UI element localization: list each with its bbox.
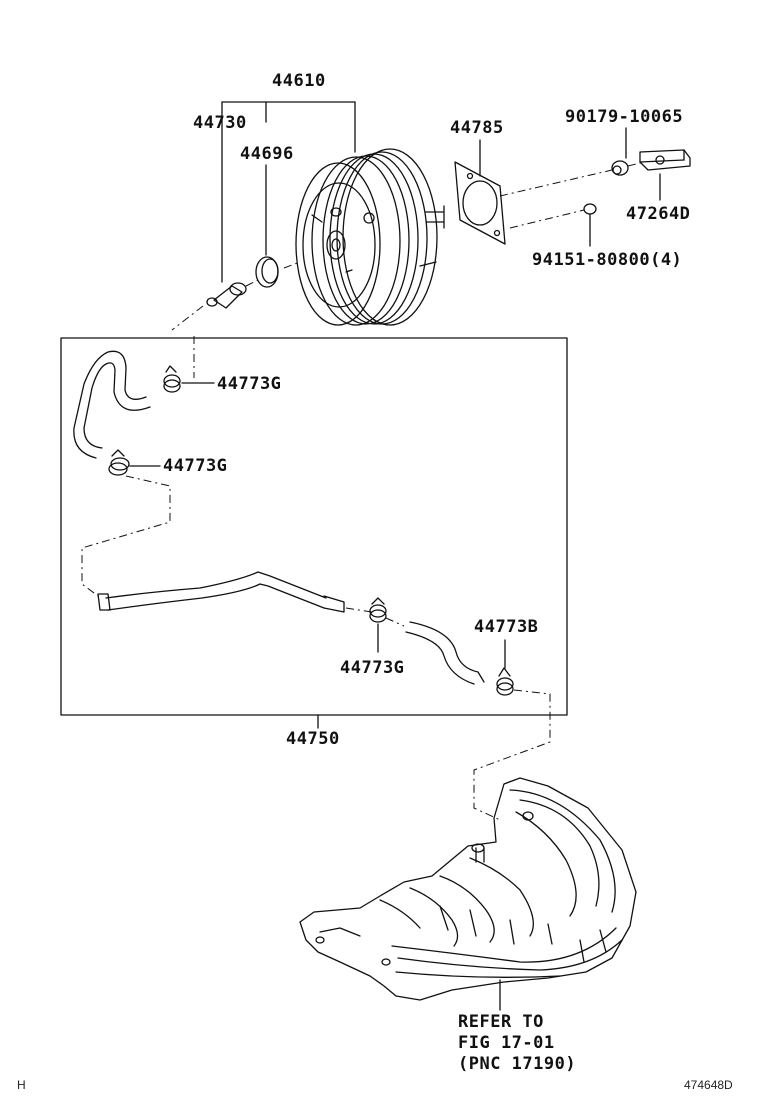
hose-assembly-box bbox=[60, 337, 568, 716]
hose-right bbox=[405, 621, 485, 685]
gasket-44785 bbox=[454, 139, 506, 245]
leader-44610 bbox=[221, 101, 356, 283]
brake-booster bbox=[295, 148, 445, 326]
hose-long bbox=[97, 571, 345, 613]
label-hose-assembly: 44750 bbox=[286, 729, 340, 749]
label-booster: 44610 bbox=[272, 71, 326, 91]
clip-44773g-left bbox=[108, 449, 130, 476]
hose-upper bbox=[73, 350, 151, 459]
clip-44773g-top bbox=[163, 365, 181, 393]
clip-44773g-mid bbox=[369, 597, 387, 623]
connection-lines bbox=[81, 161, 645, 821]
label-nut-94151: 94151-80800(4) bbox=[532, 250, 683, 270]
refer-note-line2: FIG 17-01 bbox=[458, 1033, 555, 1053]
label-clip-left: 44773G bbox=[163, 456, 228, 476]
grommet-44696 bbox=[255, 256, 279, 288]
label-grommet: 44696 bbox=[240, 144, 294, 164]
label-bracket: 47264D bbox=[626, 204, 691, 224]
label-nut-90179: 90179-10065 bbox=[565, 107, 684, 127]
clip-44773b bbox=[496, 667, 514, 696]
nut-94151 bbox=[583, 203, 597, 247]
refer-note-line3: (PNC 17190) bbox=[458, 1054, 577, 1074]
label-clip-top: 44773G bbox=[217, 374, 282, 394]
check-valve-44730 bbox=[206, 282, 247, 309]
corner-letter: H bbox=[17, 1078, 26, 1092]
label-check-valve: 44730 bbox=[193, 113, 247, 133]
nut-90179 bbox=[611, 127, 629, 176]
label-gasket: 44785 bbox=[450, 118, 504, 138]
figure-id: 474648D bbox=[684, 1078, 733, 1092]
bracket-47264d bbox=[639, 149, 691, 201]
refer-note-line1: REFER TO bbox=[458, 1012, 544, 1032]
label-clip-b: 44773B bbox=[474, 617, 539, 637]
label-clip-mid: 44773G bbox=[340, 658, 405, 678]
intake-manifold bbox=[299, 777, 637, 1001]
